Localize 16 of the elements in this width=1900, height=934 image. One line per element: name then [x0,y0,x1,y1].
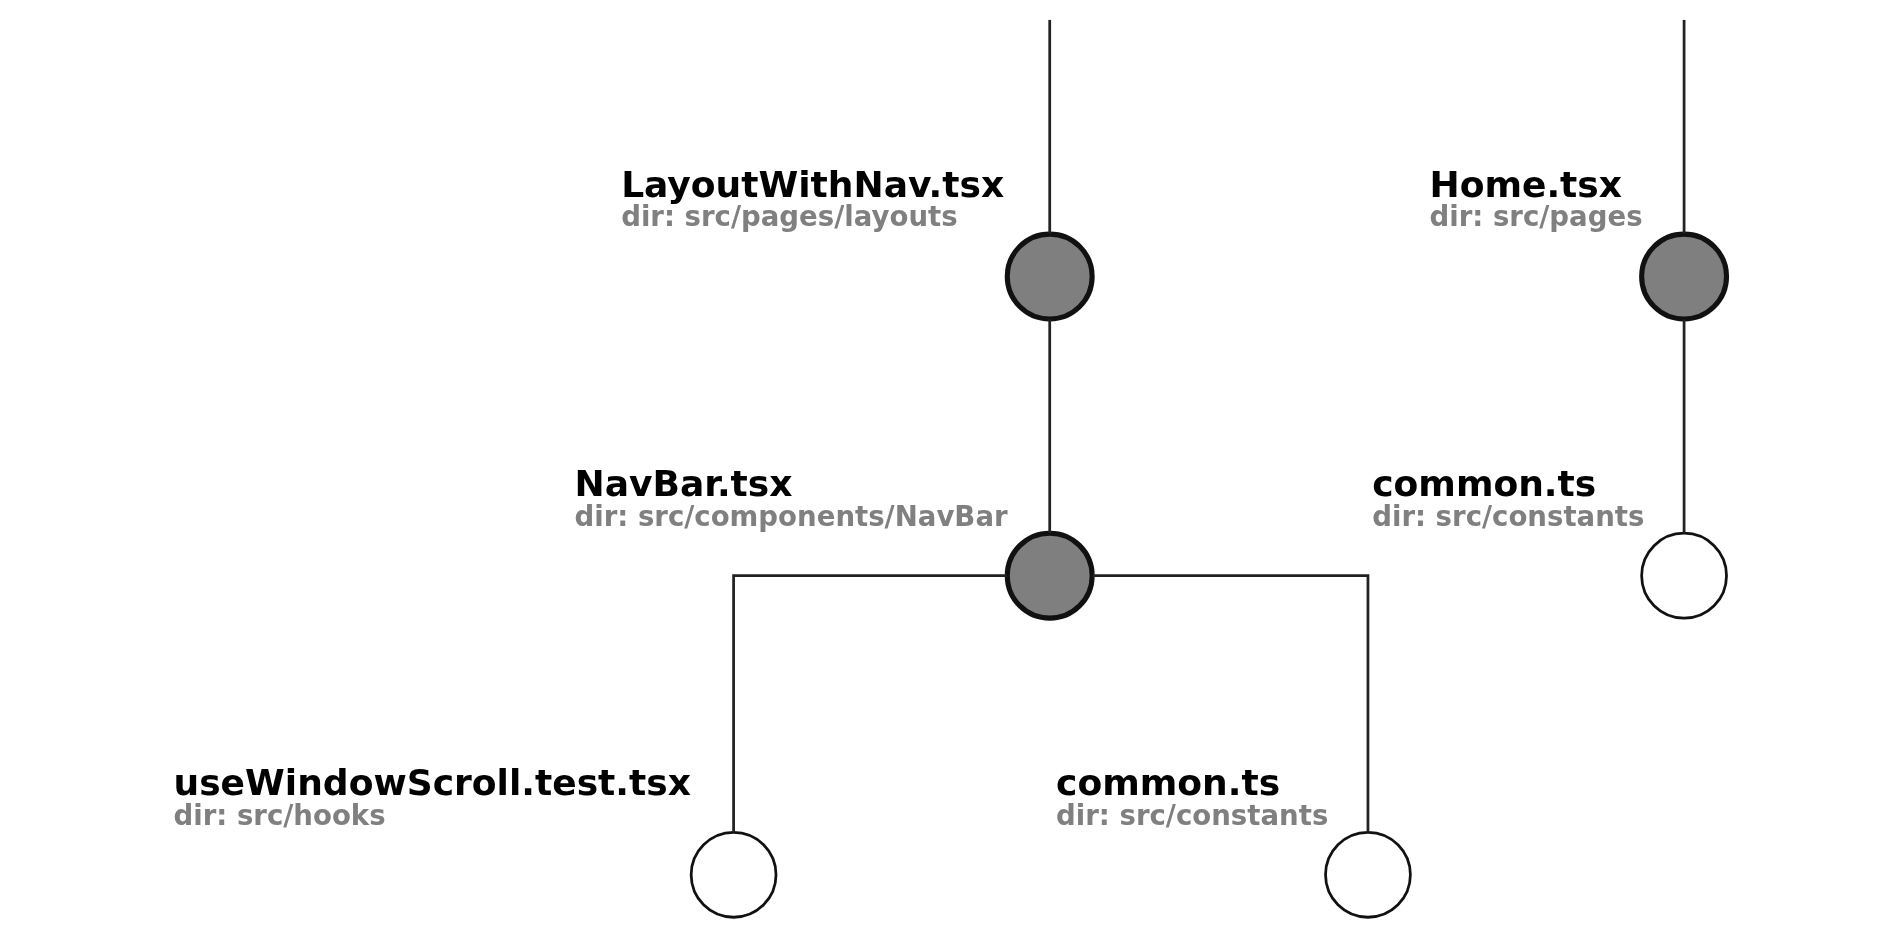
node-label: dir: src/hooks [173,798,386,832]
node-circle [1004,530,1095,621]
node-circle [689,831,778,919]
node-label: dir: src/constants [1056,798,1329,832]
node-circle [1640,531,1728,620]
node-label: dir: src/components/NavBar [574,499,1008,533]
connector [1682,319,1686,533]
connector [1682,19,1686,234]
connector [732,574,1008,832]
node-circle [1639,231,1730,322]
node-circle [1324,831,1412,919]
node-circle [1004,231,1095,322]
connector [1048,319,1052,533]
connector [1048,19,1052,234]
connector [1092,574,1370,832]
node-label: dir: src/constants [1372,499,1645,533]
